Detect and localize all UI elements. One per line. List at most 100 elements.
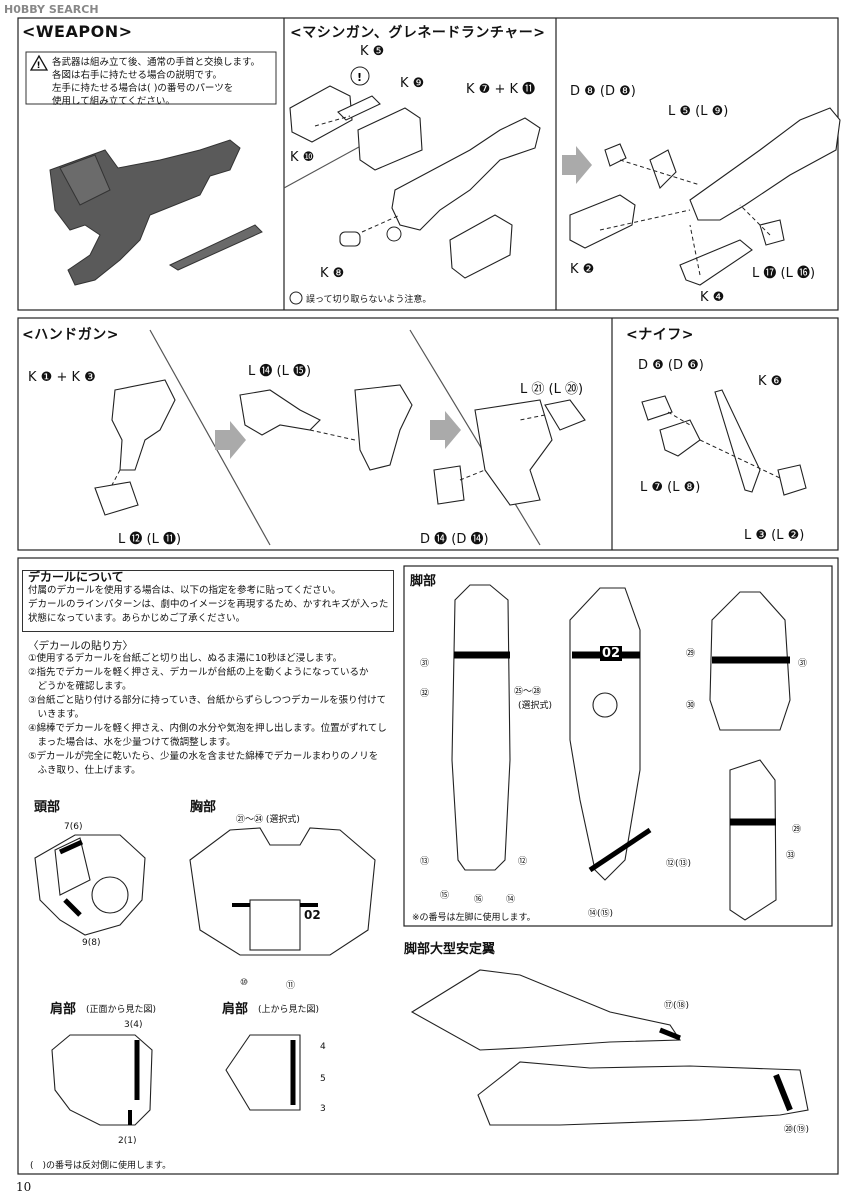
label-k5: K ❺	[360, 44, 385, 59]
part-k9	[357, 107, 423, 171]
weapon-title: <WEAPON>	[22, 22, 133, 41]
legs-label-32: ㉜	[420, 689, 430, 699]
label-k9: K ❾	[400, 76, 425, 91]
weapon-note-2: 各図は右手に持たせる場合の説明です。	[52, 70, 223, 81]
legs-label-12: ⑫	[518, 857, 528, 867]
decal-step-3: ③台紙ごと貼り付ける部分に持っていき、台紙からずらしつつデカールを張り付けて	[28, 695, 387, 706]
chest-label-21-24: ㉑～㉔ (選択式)	[236, 815, 300, 825]
part-l17	[759, 219, 785, 246]
weapon-note-4: 使用して組み立てください。	[52, 96, 175, 107]
decal-step-2b: どうかを確認します。	[28, 681, 132, 692]
legs-label-02: 02	[600, 646, 623, 661]
knife-title: <ナイフ>	[626, 327, 694, 343]
chest-label-02: 02	[304, 908, 321, 922]
knife-blade	[714, 389, 761, 493]
gun-body	[391, 117, 541, 231]
legs-drawing	[451, 584, 791, 921]
label-l3: L ❸ (L ❷)	[744, 528, 805, 543]
legs-label-13: ⑬	[420, 857, 430, 867]
shoulder-top-subtitle: (上から見た図)	[258, 1005, 320, 1015]
label-l17: L ⓱ (L ⓰)	[752, 266, 816, 281]
decal-intro-1: 付属のデカールを使用する場合は、以下の指定を参考に貼ってください。	[28, 585, 341, 596]
legs-label-31b: ㉛	[798, 659, 808, 669]
label-k8: K ❽	[320, 266, 345, 281]
part-k8-magazine	[449, 214, 513, 279]
head-label-9: 9(8)	[82, 938, 101, 948]
part-k2	[569, 194, 636, 249]
legs-title: 脚部	[410, 574, 437, 589]
gun-body-2	[689, 107, 841, 221]
label-k10: K ❿	[290, 150, 315, 165]
shoulder-top-drawing	[225, 1034, 301, 1111]
label-l5: L ❺ (L ❾)	[668, 104, 729, 119]
hand-part-l12	[94, 481, 139, 516]
part-d8	[604, 143, 627, 167]
decal-step-1: ①使用するデカールを台紙ごと切り出し、ぬるま湯に10秒ほど浸します。	[28, 653, 343, 664]
shoulder-front-label-2: 2(1)	[118, 1136, 137, 1146]
hand-part-l14	[239, 389, 321, 436]
caution-text: 誤って切り取らないよう注意。	[306, 295, 432, 305]
shoulder-top-title: 肩部	[222, 1002, 249, 1017]
label-k4: K ❹	[700, 290, 725, 305]
label-l7: L ❼ (L ❽)	[640, 480, 701, 495]
part-l21	[544, 399, 586, 431]
stabilizer-title: 脚部大型安定翼	[404, 942, 496, 957]
label-l14: L ⓮ (L ⓯)	[248, 364, 312, 379]
watermark-logo: H0BBY SEARCH	[4, 3, 99, 16]
decal-intro-2: デカールのラインパターンは、劇中のイメージを再現するため、かすれキズが入った	[28, 599, 389, 610]
part-k10	[289, 85, 353, 143]
handgun-frame	[17, 317, 839, 551]
chest-label-10: ⑩	[240, 978, 249, 988]
head-title: 頭部	[34, 800, 61, 815]
part-k5	[337, 95, 381, 121]
part-l3	[777, 464, 807, 496]
chest-title: 胸部	[190, 800, 217, 815]
part-l5	[649, 149, 677, 190]
legs-label-14: ⑭	[506, 895, 516, 905]
decal-intro-3: 状態になっています。あらかじめご了承ください。	[28, 613, 246, 624]
decal-frame	[17, 557, 839, 1175]
decal-title: デカールについて	[28, 570, 124, 584]
decal-step-4: ④綿棒でデカールを軽く押さえ、内側の水分や気泡を押し出します。位置がずれてし	[28, 723, 387, 734]
label-k6: K ❻	[758, 374, 783, 389]
shoulder-top-label-5: 5	[320, 1074, 326, 1084]
shoulder-front-label-3: 3(4)	[124, 1020, 143, 1030]
handgun-assembled	[354, 384, 413, 471]
label-k1-k3: K ❶ + K ❸	[28, 370, 96, 385]
reverse-note: ( )の番号は反対側に使用します。	[30, 1161, 172, 1171]
stabilizer-label-20: ⑳(⑲)	[784, 1125, 810, 1135]
decal-howto-title: 〈デカールの貼り方〉	[28, 640, 133, 652]
decal-step-4b: まった場合は、水を少量つけて微調整します。	[28, 737, 236, 748]
caution-mark-icon	[289, 291, 303, 305]
handgun-final	[474, 399, 553, 506]
legs-footnote: ※の番号は左脚に使用します。	[412, 913, 536, 923]
legs-label-14-15: ⑭(⑮)	[588, 909, 614, 919]
weapon-note-3: 左手に持たせる場合は( )の番号のパーツを	[52, 83, 234, 94]
svg-text:!: !	[357, 71, 362, 84]
part-k8	[339, 231, 361, 247]
legs-box	[403, 565, 833, 927]
legs-label-33: ㉝	[786, 851, 796, 861]
decal-step-5b: ふき取り、仕上げます。	[28, 765, 141, 776]
rifle-photo	[49, 139, 263, 286]
decal-step-5: ⑤デカールが完全に乾いたら、少量の水を含ませた綿棒でデカールまわりのノリを	[28, 751, 379, 762]
stabilizer-drawing	[410, 969, 809, 1126]
chest-drawing	[189, 827, 376, 956]
legs-label-31: ㉛	[420, 659, 430, 669]
chest-label-11: ⑪	[286, 981, 296, 991]
legs-label-29b: ㉙	[792, 825, 802, 835]
label-d14: D ⓮ (D ⓮)	[420, 532, 489, 547]
part-k4	[679, 239, 753, 286]
head-drawing	[34, 834, 146, 936]
part-d14	[433, 465, 465, 505]
shoulder-front-drawing	[51, 1034, 153, 1126]
legs-label-12-13: ⑫(⑬)	[666, 859, 692, 869]
caution-icon: !	[29, 54, 49, 71]
legs-label-select: (選択式)	[518, 701, 553, 711]
label-k2: K ❷	[570, 262, 595, 277]
label-d6: D ❻ (D ❻)	[638, 358, 704, 373]
legs-label-15: ⑮	[440, 891, 450, 901]
legs-label-16: ⑯	[474, 895, 484, 905]
handgun-body	[111, 379, 176, 471]
shoulder-top-label-3: 3	[320, 1104, 326, 1114]
